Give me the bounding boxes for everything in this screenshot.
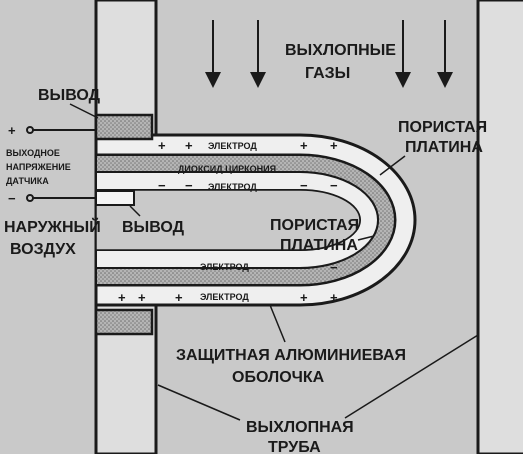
alumina-shell-label-line2: ОБОЛОЧКА (232, 369, 325, 386)
svg-text:−: − (175, 260, 183, 275)
svg-text:−: − (158, 178, 166, 193)
svg-text:+: + (330, 290, 338, 305)
porous-platinum-inner-label-line1: ПОРИСТАЯ (270, 217, 359, 234)
outside-air-label-line2: ВОЗДУХ (10, 241, 76, 258)
exhaust-pipe-label-line2: ТРУБА (268, 439, 321, 454)
pipe-wall-right (476, 0, 523, 454)
outside-air-label-line1: НАРУЖНЫЙ (4, 217, 101, 236)
sensor-voltage-label-line3: ДАТЧИКА (6, 176, 49, 186)
exhaust-pipe-leader-right (344, 334, 479, 419)
exhaust-gases-label-line1: ВЫХЛОПНЫЕ (285, 42, 396, 59)
porous-platinum-inner-label-line2: ПЛАТИНА (280, 237, 358, 254)
electrode-label-4: ЭЛЕКТРОД (200, 292, 249, 302)
porous-platinum-outer-label-line1: ПОРИСТАЯ (398, 119, 487, 136)
svg-text:+: + (175, 290, 183, 305)
output-bottom-leader (129, 205, 141, 217)
output-top-leader (69, 103, 99, 119)
sensor-voltage-label-line1: ВЫХОДНОЕ (6, 148, 60, 158)
zirconia-label: ДИОКСИД ЦИРКОНИЯ (178, 164, 276, 174)
minus-terminal-sign: − (8, 191, 16, 206)
svg-text:−: − (330, 178, 338, 193)
electrode-label-1: ЭЛЕКТРОД (208, 141, 257, 151)
svg-text:+: + (300, 290, 308, 305)
svg-text:−: − (300, 178, 308, 193)
porous-platinum-inner-leader (357, 235, 375, 241)
exhaust-gases-label-line2: ГАЗЫ (305, 65, 350, 82)
svg-text:+: + (185, 138, 193, 153)
mounting-block (94, 308, 154, 336)
terminal-wires (26, 126, 96, 202)
svg-text:−: − (300, 260, 308, 275)
svg-text:−: − (185, 178, 193, 193)
exhaust-pipe-label-line1: ВЫХЛОПНАЯ (246, 419, 354, 436)
svg-text:−: − (138, 260, 146, 275)
svg-text:+: + (158, 138, 166, 153)
sensor-voltage-label-line2: НАПРЯЖЕНИЕ (6, 162, 71, 172)
alumina-shell-leader (269, 304, 286, 343)
exhaust-flow-arrows (205, 20, 453, 88)
output-terminal-bottom (95, 190, 135, 206)
electrode-label-3: ЭЛЕКТРОД (200, 262, 249, 272)
svg-text:−: − (118, 260, 126, 275)
svg-text:−: − (330, 260, 338, 275)
electrode-charge-signs: ++++ −−−− −−−−− +++++ (118, 138, 338, 305)
electrode-label-2: ЭЛЕКТРОД (208, 182, 257, 192)
porous-platinum-outer-leader (379, 155, 406, 176)
svg-text:+: + (330, 138, 338, 153)
svg-text:+: + (138, 290, 146, 305)
porous-platinum-outer-label-line2: ПЛАТИНА (405, 139, 483, 156)
svg-text:+: + (300, 138, 308, 153)
output-top-label: ВЫВОД (38, 87, 101, 104)
plus-terminal-sign: + (8, 123, 16, 138)
inner-air-chamber (95, 189, 361, 251)
svg-text:+: + (118, 290, 126, 305)
exhaust-pipe-leader-left (157, 384, 241, 421)
alumina-shell-label-line1: ЗАЩИТНАЯ АЛЮМИНИЕВАЯ (176, 347, 406, 364)
output-bottom-label: ВЫВОД (122, 219, 185, 236)
output-terminal-top (94, 113, 154, 141)
